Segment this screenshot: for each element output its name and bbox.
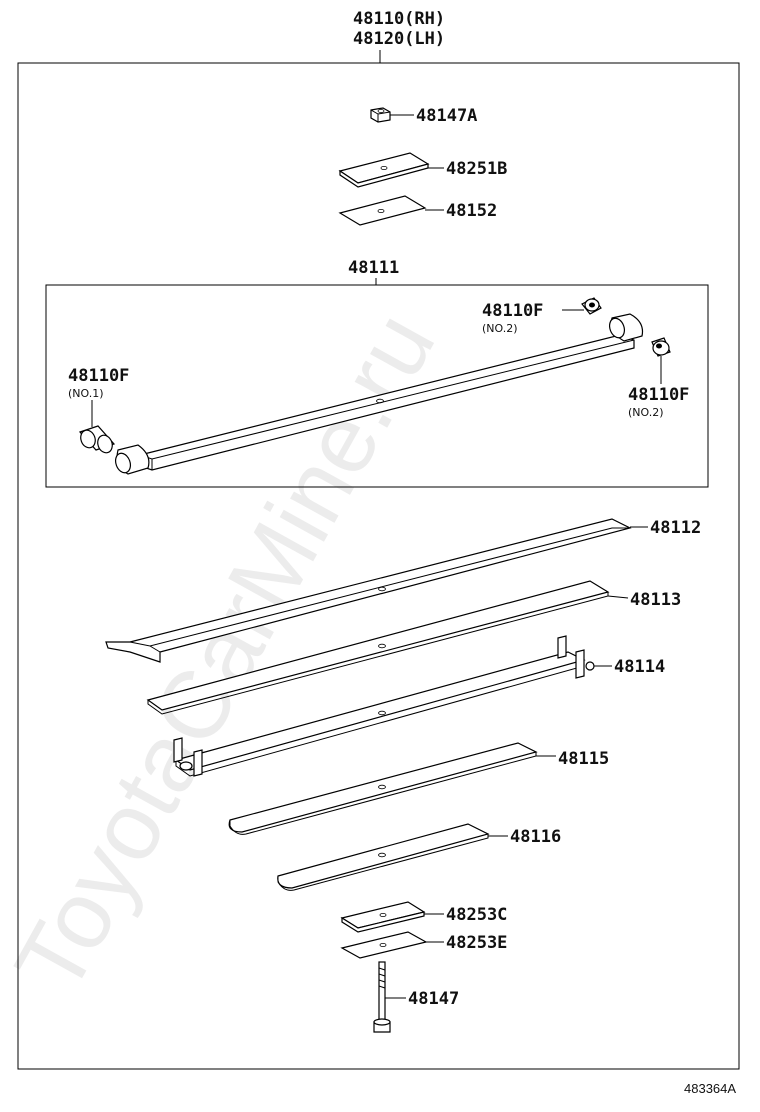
part-48110F-bushing-no2-low[interactable]	[651, 337, 671, 357]
part-48253C-plate[interactable]	[340, 901, 426, 933]
label-48111[interactable]: 48111	[348, 258, 399, 278]
inner-frame-48111	[45, 284, 709, 488]
part-48147-center-bolt[interactable]	[373, 961, 391, 1033]
part-48112-leaf[interactable]	[105, 518, 632, 663]
label-48251B[interactable]: 48251B	[446, 159, 507, 179]
outer-frame	[17, 62, 740, 1070]
part-48147A-nut[interactable]	[370, 107, 391, 123]
label-48253C[interactable]: 48253C	[446, 905, 507, 925]
part-48115-leaf[interactable]	[228, 742, 538, 835]
part-48114-leaf[interactable]	[173, 635, 595, 777]
label-48115[interactable]: 48115	[558, 749, 609, 769]
label-48114[interactable]: 48114	[614, 657, 665, 677]
part-48152-plate[interactable]	[338, 195, 427, 226]
label-48110F-no2-top[interactable]: 48110F	[482, 301, 543, 321]
label-48253E[interactable]: 48253E	[446, 933, 507, 953]
label-48152[interactable]: 48152	[446, 201, 497, 221]
part-48113-leaf[interactable]	[146, 580, 610, 715]
label-48113[interactable]: 48113	[630, 590, 681, 610]
label-48116[interactable]: 48116	[510, 827, 561, 847]
label-48110F-no2-low[interactable]: 48110F	[628, 385, 689, 405]
part-48110F-bushing-no2-top[interactable]	[581, 297, 602, 315]
header-label-rh: 48110(RH)	[353, 9, 445, 29]
label-48110F-no2-top-sub: (NO.2)	[482, 322, 518, 335]
part-48111-main-leaf[interactable]	[113, 313, 644, 475]
header-label-lh: 48120(LH)	[353, 29, 445, 49]
reference-code: 483364A	[684, 1081, 736, 1096]
part-48110F-bushing-no1[interactable]	[78, 425, 116, 455]
label-48147A[interactable]: 48147A	[416, 106, 477, 126]
part-48253E-plate[interactable]	[340, 931, 428, 959]
label-48110F-no1-sub: (NO.1)	[68, 387, 104, 400]
label-48110F-no2-low-sub: (NO.2)	[628, 406, 664, 419]
leader-48113	[607, 595, 629, 599]
part-48251B-plate[interactable]	[338, 152, 430, 188]
label-48112[interactable]: 48112	[650, 518, 701, 538]
label-48147[interactable]: 48147	[408, 989, 459, 1009]
part-48116-leaf[interactable]	[277, 823, 490, 891]
label-48110F-no1[interactable]: 48110F	[68, 366, 129, 386]
